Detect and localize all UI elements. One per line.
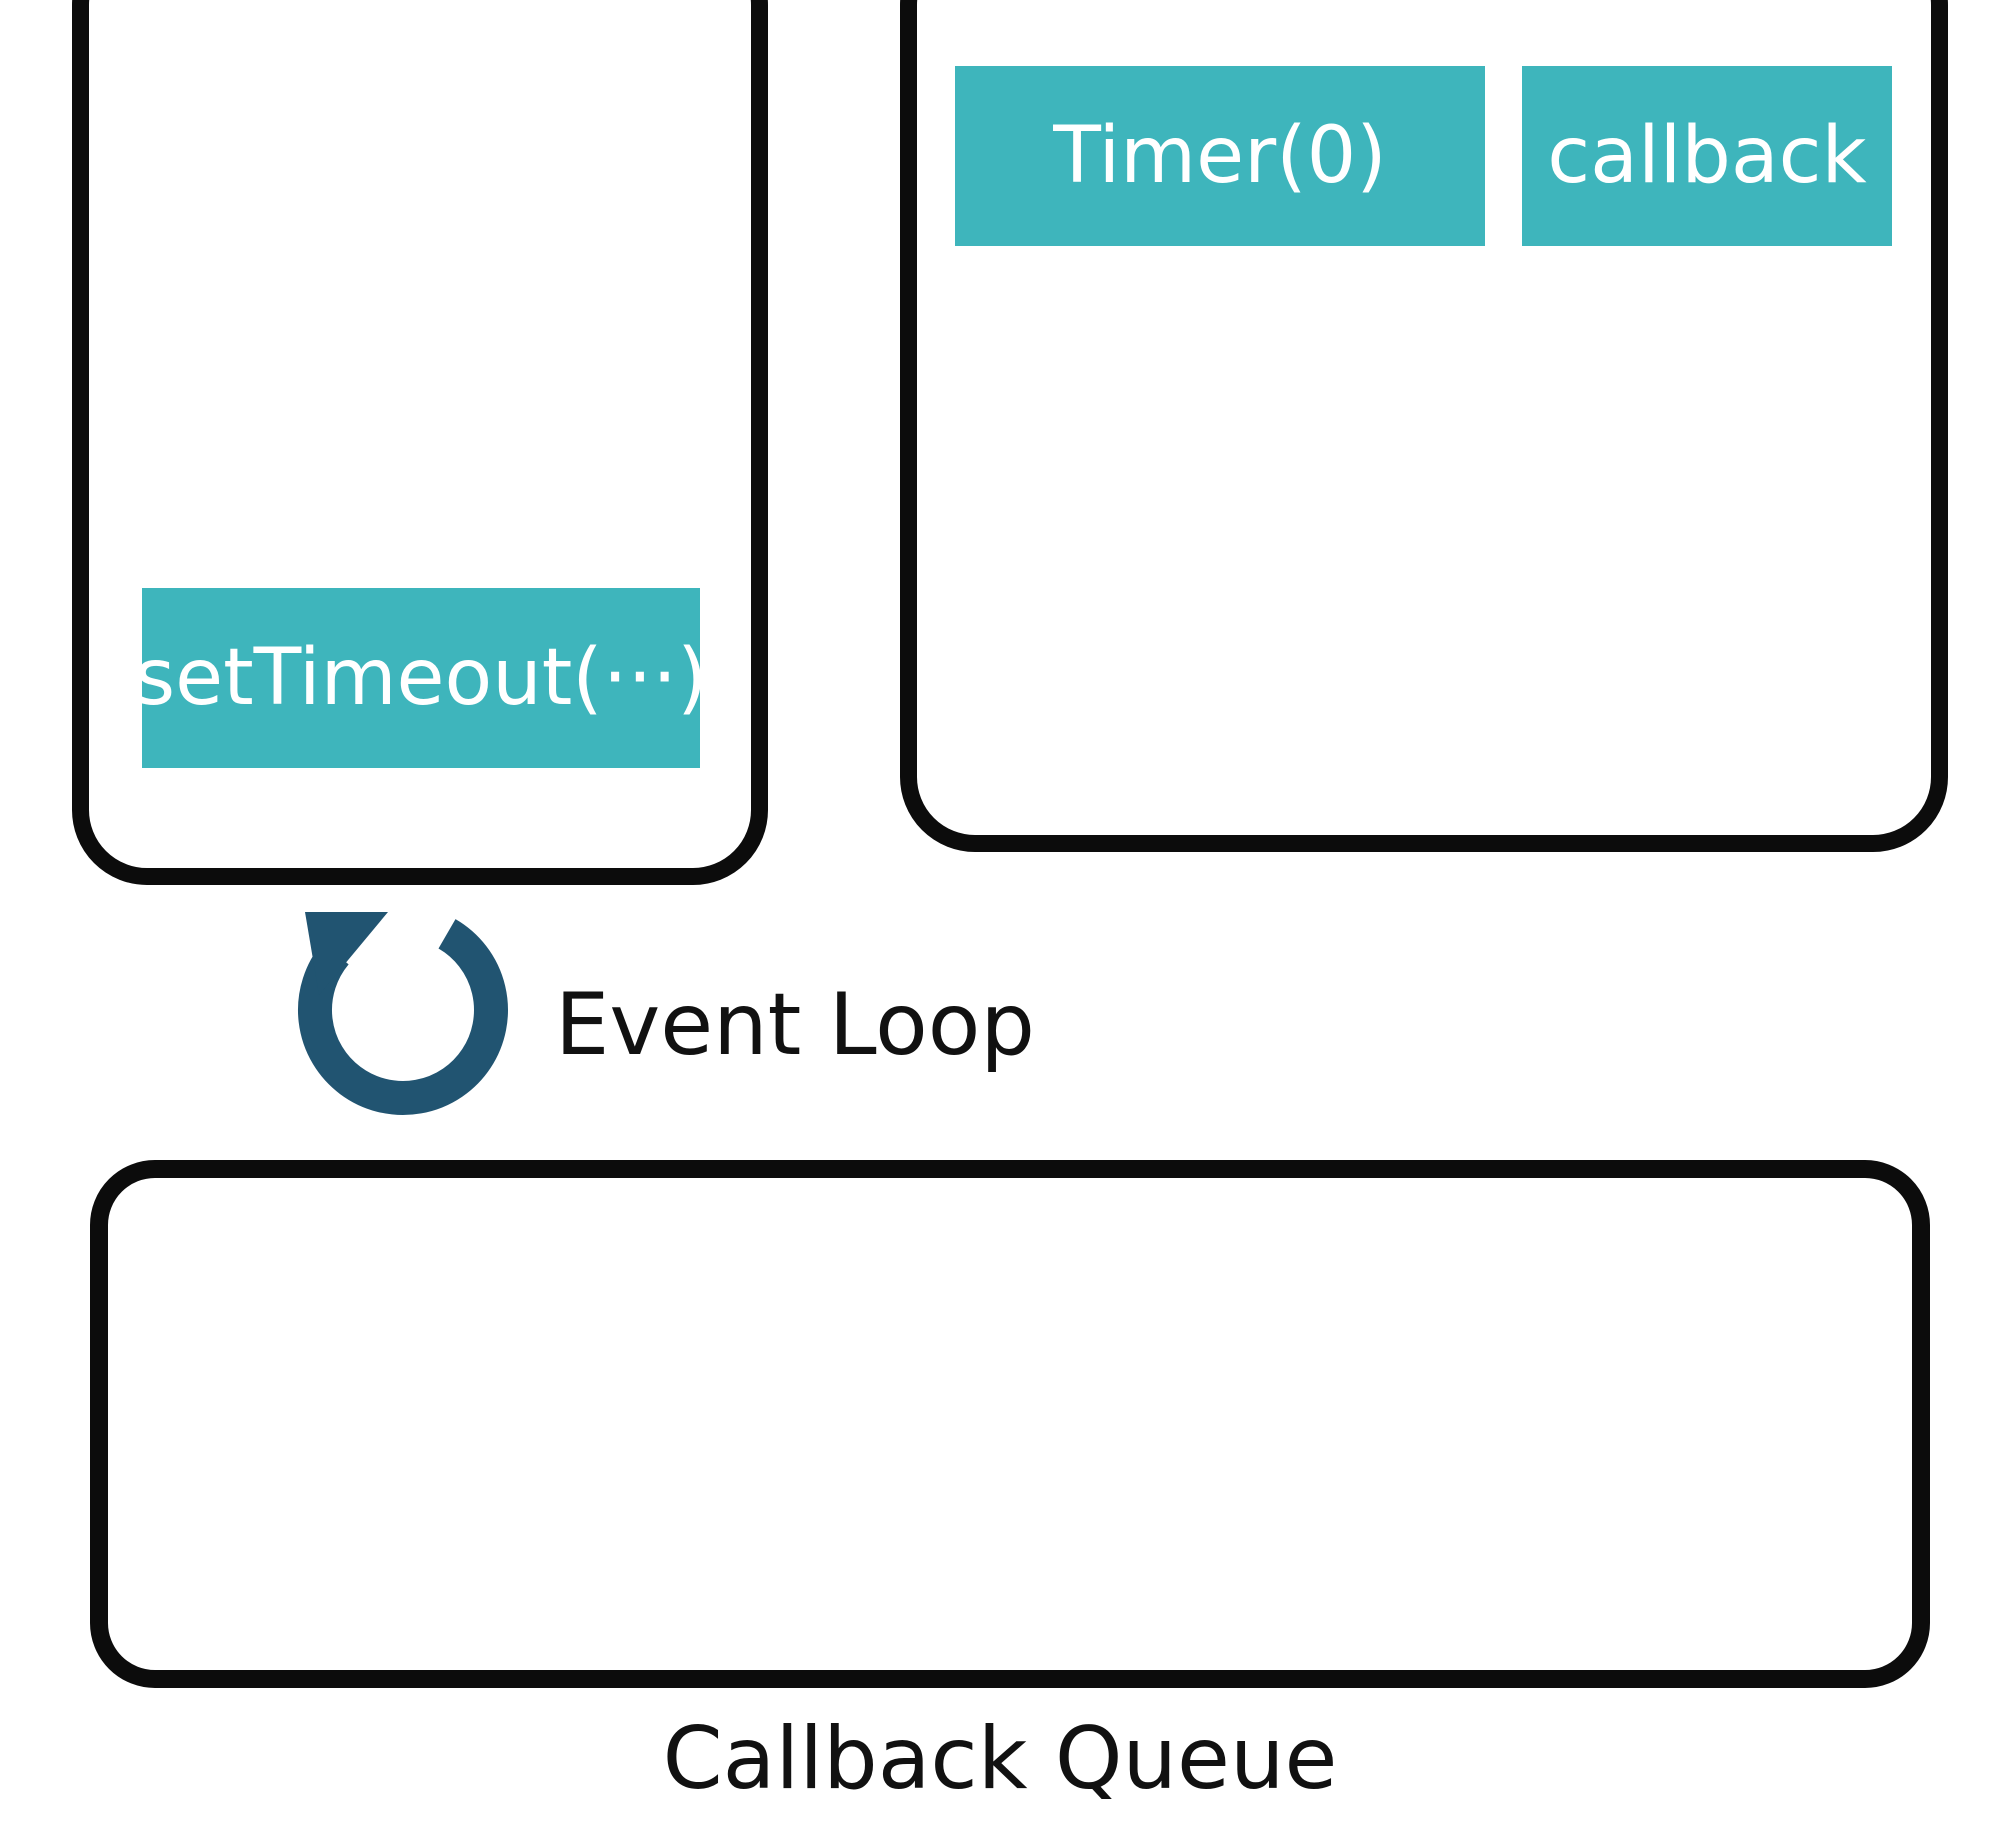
call-stack-box: setTimeout(···) bbox=[72, 0, 768, 885]
web-api-timer-label: Timer(0) bbox=[1053, 111, 1387, 201]
web-api-callback-label: callback bbox=[1547, 111, 1867, 201]
call-stack-frame: setTimeout(···) bbox=[134, 588, 708, 768]
web-api-timer-chip: Timer(0) bbox=[955, 66, 1485, 246]
web-api-callback-chip: callback bbox=[1522, 66, 1892, 246]
call-stack-frame-label: setTimeout(···) bbox=[134, 633, 708, 723]
event-loop-label: Event Loop bbox=[555, 975, 1035, 1075]
callback-queue-label: Callback Queue bbox=[662, 1709, 1338, 1809]
callback-queue-box bbox=[90, 1160, 1930, 1688]
circular-arrow-icon bbox=[297, 912, 508, 1115]
web-apis-box: Timer(0) callback bbox=[900, 0, 1948, 852]
